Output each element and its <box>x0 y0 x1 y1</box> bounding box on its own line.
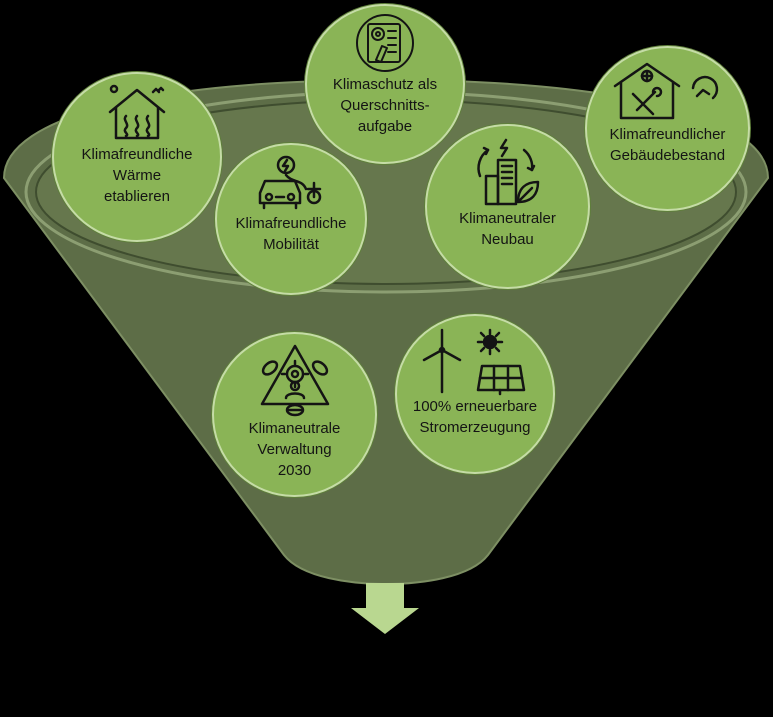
node-klimaschutz-querschnitt: Klimaschutz als Querschnitts- aufgabe <box>305 4 465 164</box>
node-label: Klimafreundliche Wärme etablieren <box>81 146 193 205</box>
node-label: Klimafreundliche Mobilität <box>235 215 347 253</box>
node-label: Klimafreundlicher Gebäudebestand <box>609 126 726 164</box>
node-label: Klimaschutz als Querschnitts- aufgabe <box>332 76 438 135</box>
node-klimaneutrale-verwaltung: Klimaneutrale Verwaltung 2030 <box>212 332 377 497</box>
wind-solar-icon <box>422 328 526 396</box>
node-erneuerbare-stromerzeugung: 100% erneuerbare Stromerzeugung <box>395 314 555 474</box>
recycle-person-icon <box>260 344 329 417</box>
planning-checklist-icon <box>356 14 414 72</box>
node-klimafreundliche-waerme: Klimafreundliche Wärme etablieren <box>52 72 222 242</box>
house-renovation-icon <box>613 62 718 120</box>
node-klimaneutraler-neubau: Klimaneutraler Neubau <box>425 124 590 289</box>
house-heating-icon <box>108 84 166 140</box>
node-label: Klimaneutraler Neubau <box>459 210 556 248</box>
ev-car-bike-icon <box>258 155 322 210</box>
node-label: 100% erneuerbare Stromerzeugung <box>412 398 538 436</box>
node-klimafreundlicher-gebaeudebestand: Klimafreundlicher Gebäudebestand <box>585 46 750 211</box>
node-klimafreundliche-mobilitaet: Klimafreundliche Mobilität <box>215 143 367 295</box>
node-label: Klimaneutrale Verwaltung 2030 <box>248 420 341 479</box>
down-arrow <box>351 583 419 634</box>
green-building-icon <box>476 138 539 206</box>
